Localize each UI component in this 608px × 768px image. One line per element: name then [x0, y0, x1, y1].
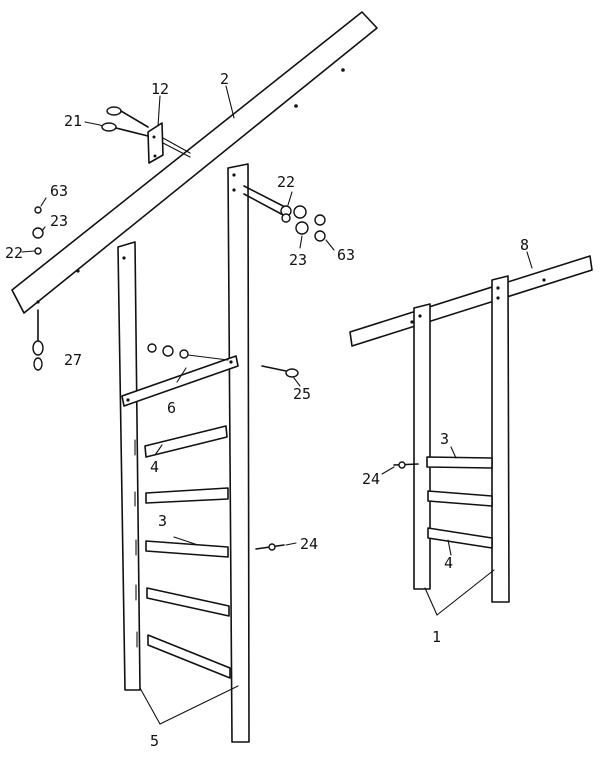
label-63-right: 63	[337, 246, 355, 264]
brace-hardware	[147, 343, 301, 387]
label-3-secondary: 3	[440, 430, 449, 448]
label-12: 12	[151, 80, 169, 98]
secondary-ladder	[349, 251, 593, 616]
main-ladder-rungs	[144, 425, 231, 679]
label-4-main: 4	[150, 458, 159, 476]
label-8: 8	[520, 236, 529, 254]
leader-lines	[84, 85, 297, 725]
label-5: 5	[150, 732, 159, 750]
bracket-hardware	[99, 106, 191, 164]
label-63-left: 63	[50, 182, 68, 200]
label-2: 2	[220, 70, 229, 88]
label-23-left: 23	[50, 212, 68, 230]
label-25: 25	[293, 385, 311, 403]
cross-brace	[121, 355, 239, 407]
bolt-24-main	[255, 543, 285, 551]
label-1: 1	[432, 628, 441, 646]
label-24-secondary: 24	[362, 470, 380, 488]
main-ladder-left-rail	[117, 241, 141, 691]
label-27: 27	[64, 351, 82, 369]
label-4-secondary: 4	[444, 554, 453, 572]
label-3-main: 3	[158, 512, 167, 530]
main-ladder-right-rail	[227, 163, 250, 743]
left-hardware	[21, 197, 47, 371]
label-24-main: 24	[300, 535, 318, 553]
label-22-left: 22	[5, 244, 23, 262]
label-22-right: 22	[277, 173, 295, 191]
top-right-hardware	[243, 185, 335, 251]
label-6: 6	[167, 399, 176, 417]
part-labels: 2 12 21 22 23 63 63 23 22 27 25 6 4 3 24…	[5, 70, 529, 750]
top-beam	[11, 11, 378, 314]
label-21: 21	[64, 112, 82, 130]
label-23-right: 23	[289, 251, 307, 269]
